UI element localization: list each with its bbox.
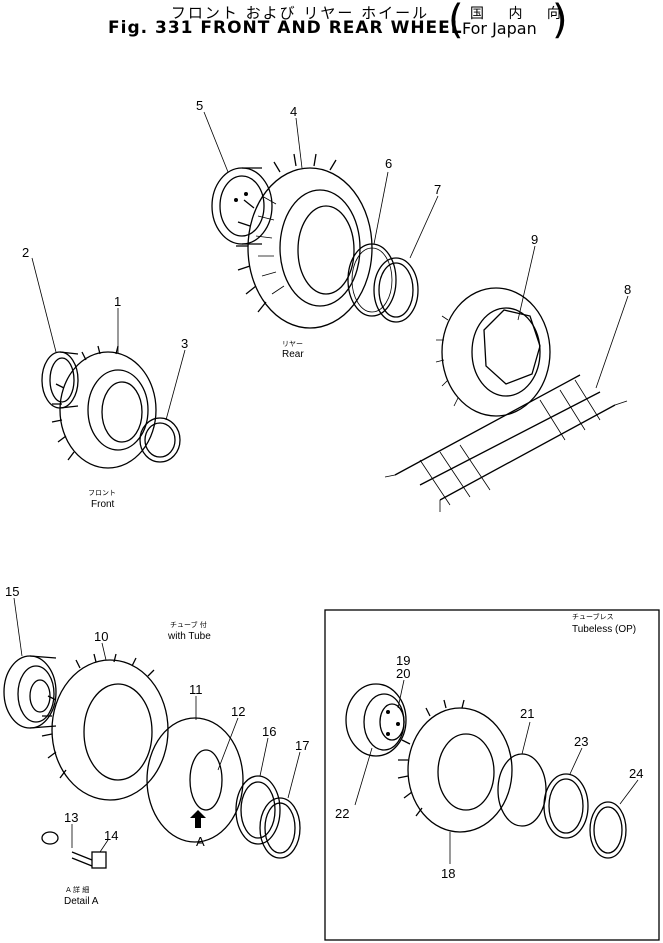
region-japanese: 国 内 向: [470, 6, 571, 22]
tubeless-tire: [397, 699, 513, 833]
tubeless-lock-ring: [589, 801, 627, 859]
with-tube-label-jp: チューブ 付: [170, 620, 207, 629]
inner-tube: [146, 717, 244, 843]
callout-21: 21: [520, 706, 534, 721]
tubeless-option-box: [324, 609, 660, 941]
tube-lock-ring: [259, 797, 301, 859]
rear-o-ring: [347, 243, 397, 317]
callout-15: 15: [5, 584, 19, 599]
callout-8: 8: [624, 282, 631, 297]
paren-close: ): [552, 0, 568, 43]
callout-22: 22: [335, 806, 349, 821]
rear-label-jp: リヤー: [282, 340, 303, 348]
callout-24: 24: [629, 766, 643, 781]
callout-1: 1: [114, 294, 121, 309]
callout-4: 4: [290, 104, 297, 119]
leader-lines: [13, 111, 639, 864]
detail-a-arrow: A: [190, 810, 206, 849]
callout-17: 17: [295, 738, 309, 753]
detail-label-jp: A 詳 細: [66, 885, 89, 894]
arrow-a-label: A: [196, 834, 205, 849]
tubeless-bead-ring: [543, 773, 589, 839]
callout-16: 16: [262, 724, 276, 739]
callout-11: 11: [189, 682, 203, 697]
callout-6: 6: [385, 156, 392, 171]
callout-5: 5: [196, 98, 203, 113]
callout-13: 13: [64, 810, 78, 825]
front-label: Front: [91, 499, 115, 510]
rear-tire: [236, 153, 373, 329]
callout-12: 12: [231, 704, 245, 719]
tube-type-tire: [41, 653, 169, 801]
callout-14: 14: [104, 828, 118, 843]
tubeless-label: Tubeless (OP): [572, 624, 636, 635]
tubeless-o-ring: [497, 753, 547, 827]
title-english: Fig. 331 FRONT AND REAR WHEEL: [108, 18, 463, 38]
callout-20: 20: [396, 666, 410, 681]
tubeless-rim: [345, 683, 407, 757]
tube-type-rim: [3, 655, 57, 729]
valve-detail: [41, 831, 107, 869]
region-english: For Japan: [462, 19, 537, 38]
title-japanese: フロント および リヤー ホイール: [170, 4, 430, 22]
front-label-jp: フロント: [88, 489, 116, 497]
rear-wheel-rim: [211, 167, 273, 245]
callout-18: 18: [441, 866, 455, 881]
tube-flap-ring: [235, 775, 281, 845]
paren-open: (: [448, 0, 464, 43]
callout-9: 9: [531, 232, 538, 247]
front-ring: [139, 417, 181, 463]
callout-23: 23: [574, 734, 588, 749]
tire-chain-unrolled: [384, 374, 628, 512]
callout-19: 19: [396, 653, 410, 668]
front-tire: [51, 345, 157, 469]
front-wheel-rim: [41, 351, 79, 409]
callout-7: 7: [434, 182, 441, 197]
callout-2: 2: [22, 245, 29, 260]
with-tube-label: with Tube: [167, 631, 211, 642]
callout-3: 3: [181, 336, 188, 351]
callout-10: 10: [94, 629, 108, 644]
detail-label: Detail A: [64, 896, 99, 907]
tire-with-chain: [435, 287, 551, 417]
rear-label: Rear: [282, 349, 304, 360]
tubeless-label-jp: チューブレス: [572, 612, 614, 621]
rear-lock-ring: [373, 257, 419, 323]
